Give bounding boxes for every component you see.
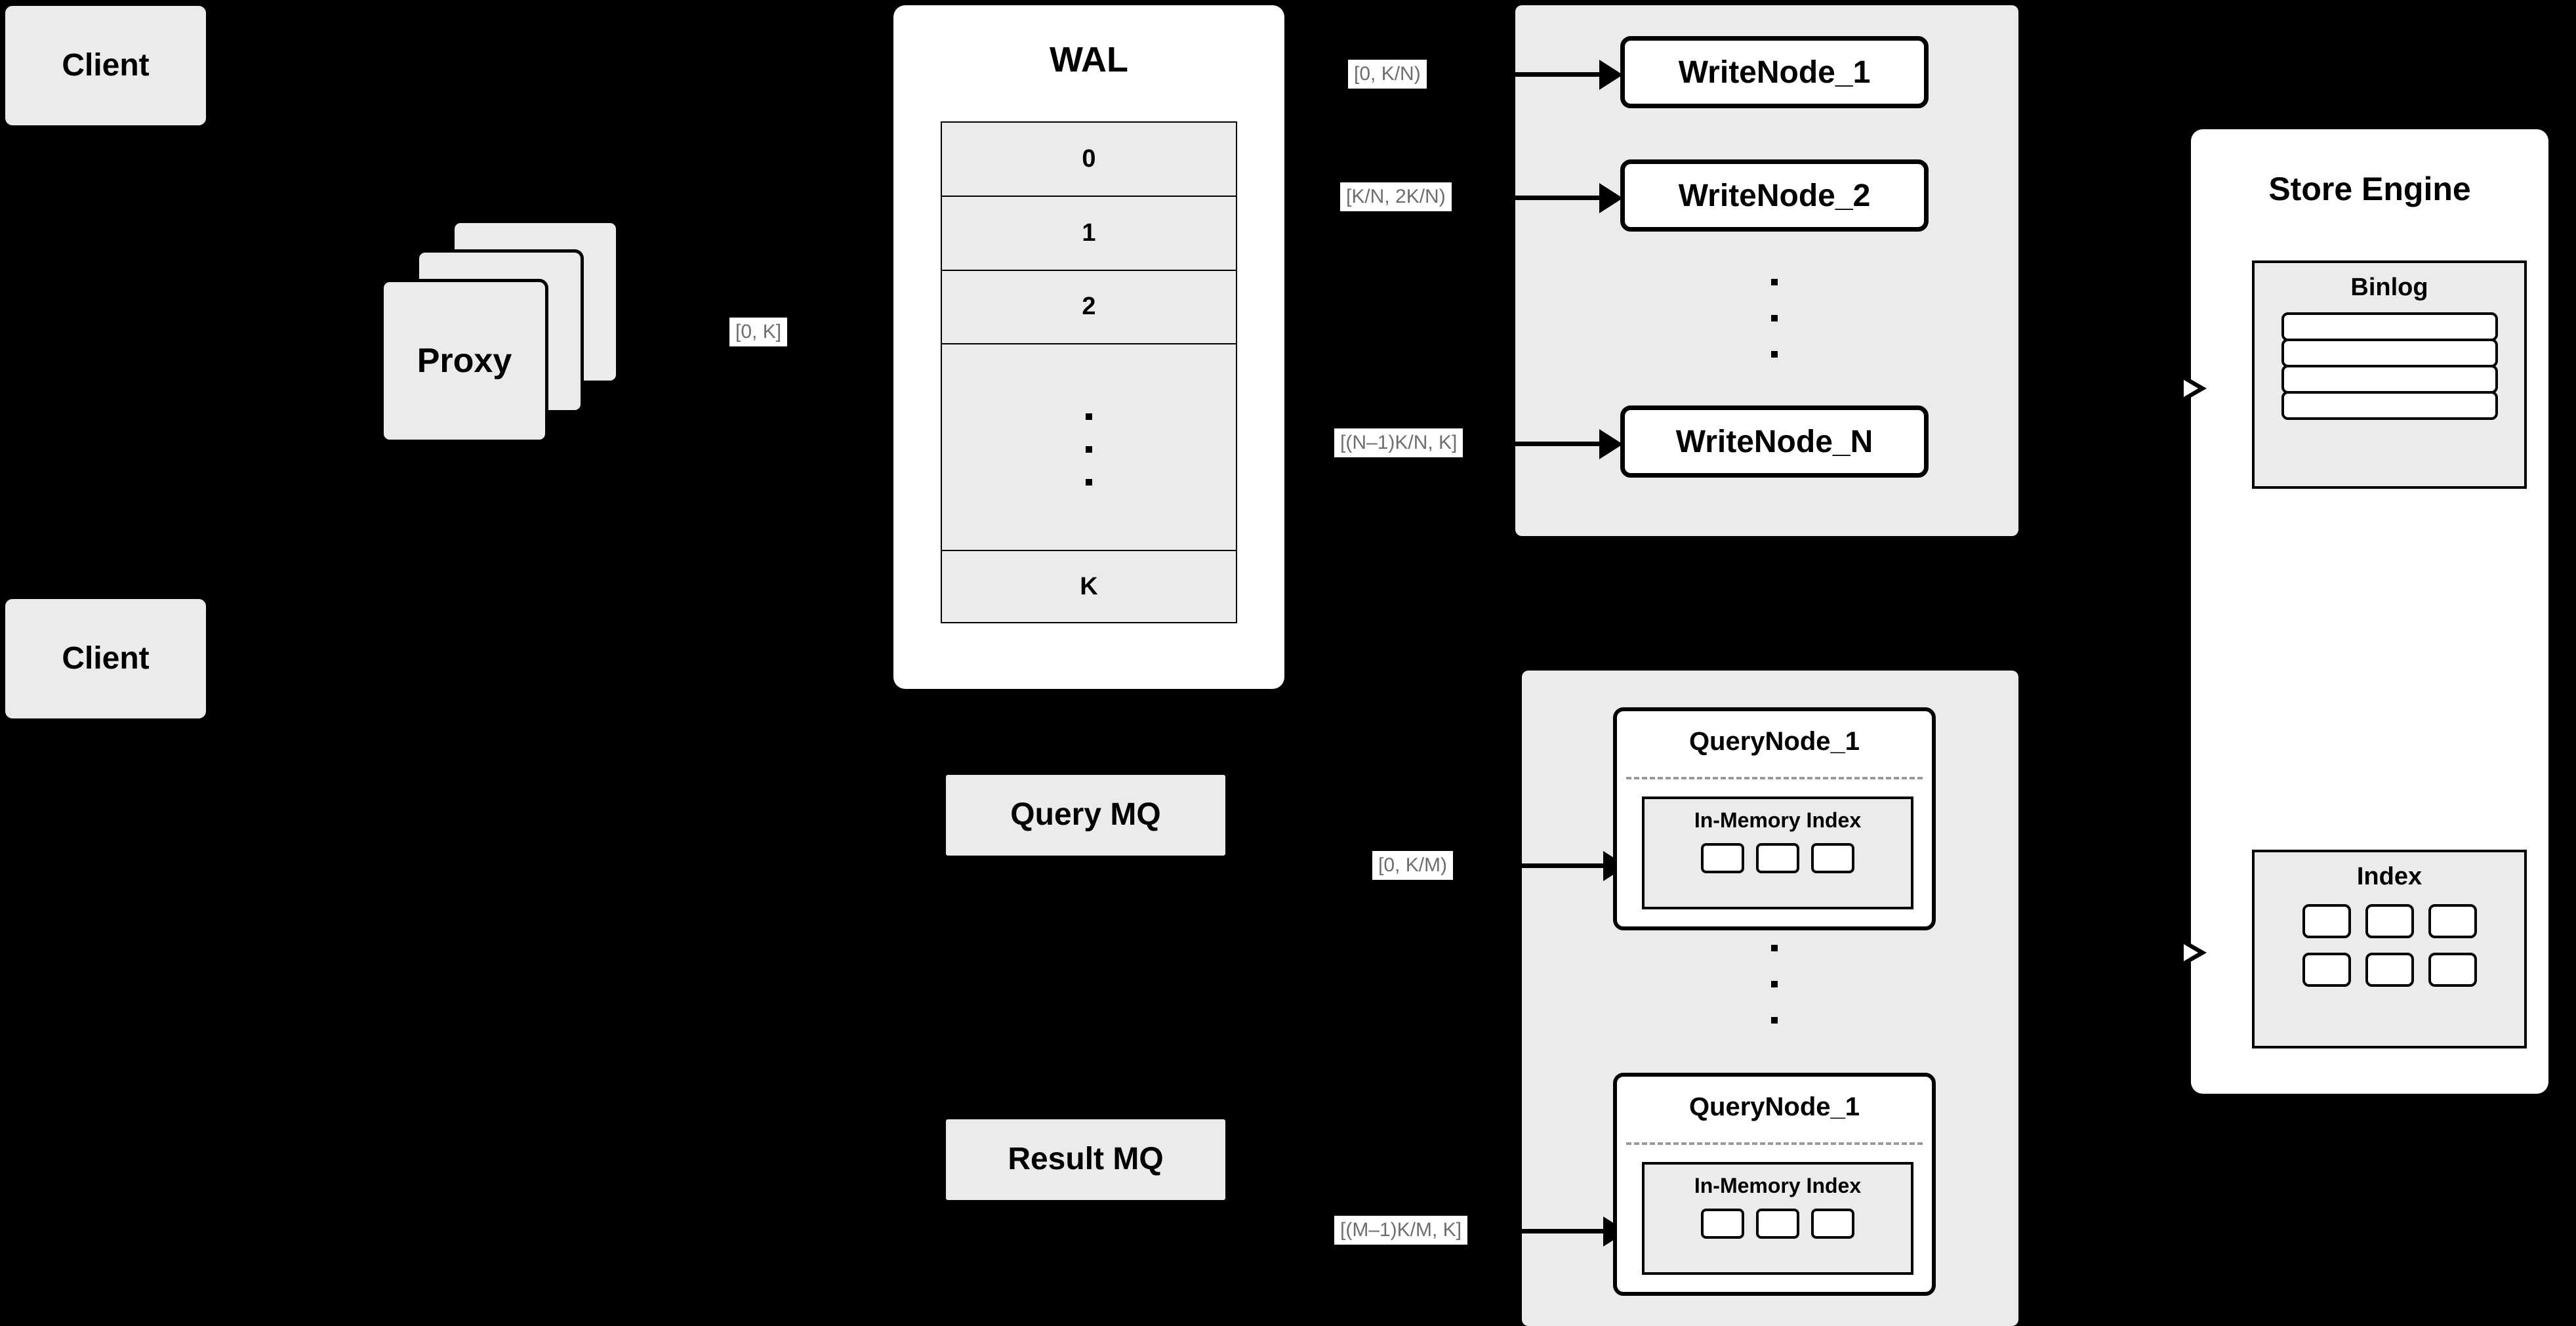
wal-row: 0 <box>942 123 1236 197</box>
index-cell <box>1701 1209 1744 1239</box>
query-node-label-2: QueryNode_1 <box>1688 1092 1860 1121</box>
edge-label-query-node-m: [(M–1)K/M, K] <box>1334 1216 1468 1245</box>
binlog-bar <box>2281 312 2498 341</box>
query-mq-box[interactable]: Query MQ <box>945 774 1226 856</box>
wal-row: 2 <box>942 271 1236 345</box>
arrow-line-write-1 <box>1515 72 1602 77</box>
binlog-title: Binlog <box>2350 274 2428 301</box>
edge-label-write-node-n: [(N–1)K/N, K] <box>1334 428 1463 457</box>
index-cell <box>2428 904 2477 938</box>
index-cell <box>1756 843 1799 873</box>
index-title: Index <box>2356 863 2423 890</box>
wal-row-list: 0 1 2 K <box>941 121 1237 623</box>
arrow-line-query-m <box>1522 1229 1606 1233</box>
wal-row: K <box>1080 572 1098 600</box>
wal-vertical-ellipsis-icon <box>1086 413 1092 486</box>
index-cell-grid <box>2302 904 2477 987</box>
in-memory-index-box-1: In-Memory Index <box>1642 797 1913 909</box>
arrow-line-query-1 <box>1522 863 1606 868</box>
write-node-label-2: WriteNode_2 <box>1678 178 1871 213</box>
client-box-1[interactable]: Client <box>5 5 207 126</box>
wal-title: WAL <box>1050 40 1128 79</box>
index-cell <box>1701 843 1744 873</box>
binlog-bar-list <box>2281 312 2498 420</box>
index-cell <box>2302 953 2351 987</box>
arrow-head-write-1 <box>1599 60 1623 90</box>
index-cell <box>2302 904 2351 938</box>
edge-label-write-node-2: [K/N, 2K/N) <box>1340 182 1452 211</box>
store-engine-title: Store Engine <box>2268 171 2471 207</box>
write-node-label-1: WriteNode_1 <box>1678 54 1871 90</box>
in-memory-index-title-1: In-Memory Index <box>1694 808 1862 832</box>
query-node-separator-1 <box>1626 777 1923 779</box>
index-cell <box>1811 843 1854 873</box>
client-box-2[interactable]: Client <box>5 598 207 719</box>
query-cluster-vertical-ellipsis-icon <box>1771 945 1778 1024</box>
index-box: Index <box>2252 850 2527 1048</box>
arrow-head-write-2 <box>1599 183 1623 213</box>
client-label-1: Client <box>62 47 150 83</box>
index-cell <box>1811 1209 1854 1239</box>
client-label-2: Client <box>62 640 150 676</box>
write-node-label-n: WriteNode_N <box>1675 424 1873 459</box>
arrow-line-to-index <box>2146 951 2182 954</box>
in-memory-index-cells-1 <box>1701 843 1854 873</box>
arrow-line-to-binlog <box>2146 386 2182 390</box>
query-node-box-2[interactable]: QueryNode_1 In-Memory Index <box>1613 1073 1936 1296</box>
query-node-label-1: QueryNode_1 <box>1688 727 1860 756</box>
edge-label-query-node-1: [0, K/M) <box>1372 851 1454 880</box>
arrow-line-write-2 <box>1515 196 1602 200</box>
wal-row: 1 <box>942 197 1236 271</box>
result-mq-box[interactable]: Result MQ <box>945 1119 1226 1201</box>
in-memory-index-title-2: In-Memory Index <box>1694 1174 1862 1197</box>
result-mq-label: Result MQ <box>1008 1142 1164 1177</box>
edge-label-write-node-1: [0, K/N) <box>1348 60 1427 89</box>
query-mq-label: Query MQ <box>1010 797 1161 833</box>
edge-label-proxy-to-wal: [0, K] <box>729 318 788 346</box>
proxy-card-front[interactable]: Proxy <box>380 279 548 443</box>
index-cell <box>2428 953 2477 987</box>
index-cell <box>1756 1209 1799 1239</box>
arrow-line-write-n <box>1515 442 1602 446</box>
proxy-label: Proxy <box>417 342 512 380</box>
write-node-box-2[interactable]: WriteNode_2 <box>1620 159 1929 232</box>
write-node-box-n[interactable]: WriteNode_N <box>1620 405 1929 478</box>
write-node-box-1[interactable]: WriteNode_1 <box>1620 36 1929 108</box>
in-memory-index-box-2: In-Memory Index <box>1642 1162 1913 1275</box>
arrow-head-write-n <box>1599 429 1623 459</box>
index-cell <box>2365 953 2414 987</box>
in-memory-index-cells-2 <box>1701 1209 1854 1239</box>
wal-row-ellipsis <box>942 344 1236 552</box>
binlog-bar <box>2281 365 2498 394</box>
index-cell <box>2365 904 2414 938</box>
write-cluster-vertical-ellipsis-icon <box>1771 279 1778 358</box>
query-node-box-1[interactable]: QueryNode_1 In-Memory Index <box>1613 707 1936 930</box>
binlog-box: Binlog <box>2252 260 2527 489</box>
binlog-bar <box>2281 391 2498 420</box>
binlog-bar <box>2281 339 2498 367</box>
query-node-separator-2 <box>1626 1142 1923 1145</box>
